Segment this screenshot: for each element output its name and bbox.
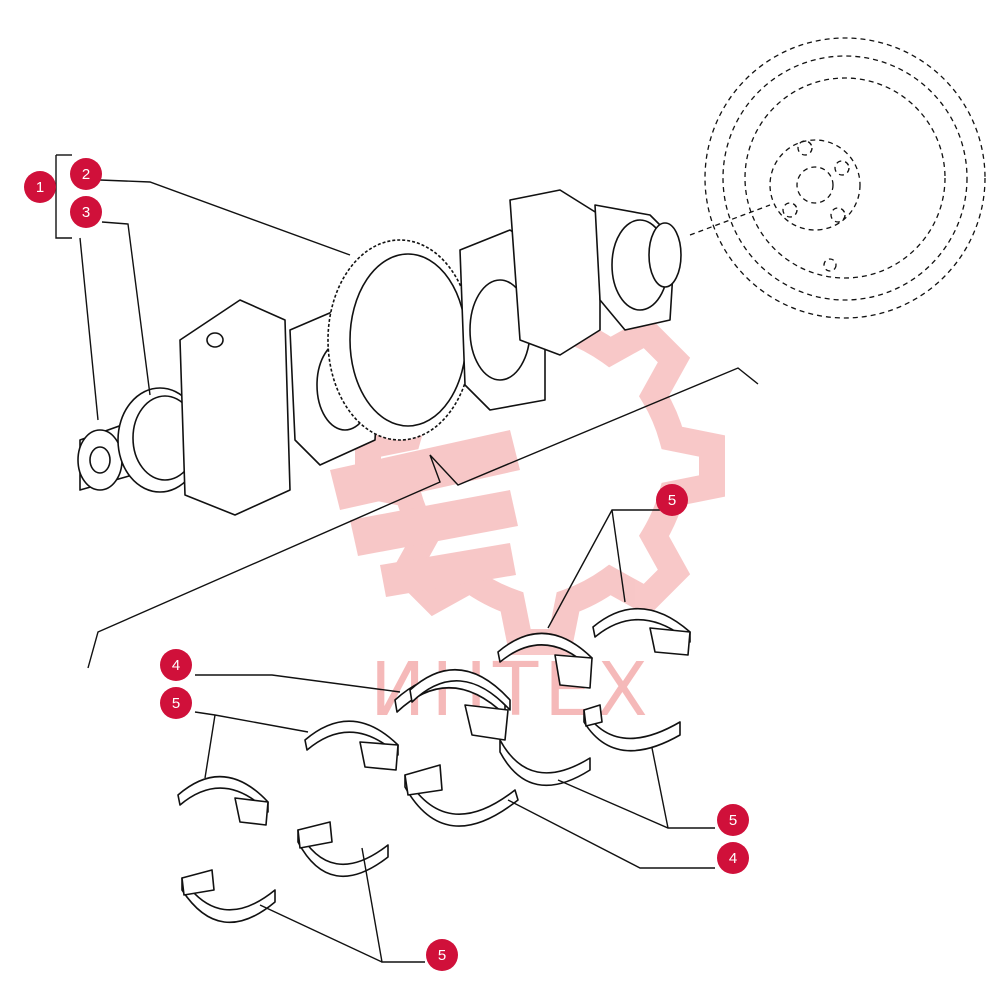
callout-circle	[656, 484, 688, 516]
callout-c4b-icon[interactable]: 4	[717, 842, 749, 874]
callout-label: 4	[172, 657, 180, 674]
flywheel	[689, 37, 986, 319]
callout-circle	[717, 842, 749, 874]
callout-c5b-icon[interactable]: 5	[160, 687, 192, 719]
callout-c3-icon[interactable]: 3	[70, 196, 102, 228]
callout-label: 1	[36, 179, 44, 196]
callout-circle	[160, 687, 192, 719]
callout-c5c-icon[interactable]: 5	[717, 804, 749, 836]
callout-c4a-icon[interactable]: 4	[160, 649, 192, 681]
callout-label: 5	[438, 947, 446, 964]
callout-circle	[70, 158, 102, 190]
timing-gear	[327, 239, 473, 441]
callout-label: 2	[82, 166, 90, 183]
crankshaft	[77, 189, 682, 516]
callout-circle	[717, 804, 749, 836]
leader-lines	[55, 154, 715, 963]
callout-label: 5	[668, 492, 676, 509]
callout-circle	[426, 939, 458, 971]
callout-label: 3	[82, 204, 90, 221]
callout-c2-icon[interactable]: 2	[70, 158, 102, 190]
bearing-group-bracket	[87, 367, 759, 669]
callout-label: 5	[172, 695, 180, 712]
callout-circle	[70, 196, 102, 228]
callout-label: 5	[729, 812, 737, 829]
callout-c5d-icon[interactable]: 5	[426, 939, 458, 971]
callout-label: 4	[729, 850, 737, 867]
callout-circle	[160, 649, 192, 681]
callout-circle	[24, 171, 56, 203]
callout-c1-icon[interactable]: 1	[24, 171, 56, 203]
callout-c5a-icon[interactable]: 5	[656, 484, 688, 516]
